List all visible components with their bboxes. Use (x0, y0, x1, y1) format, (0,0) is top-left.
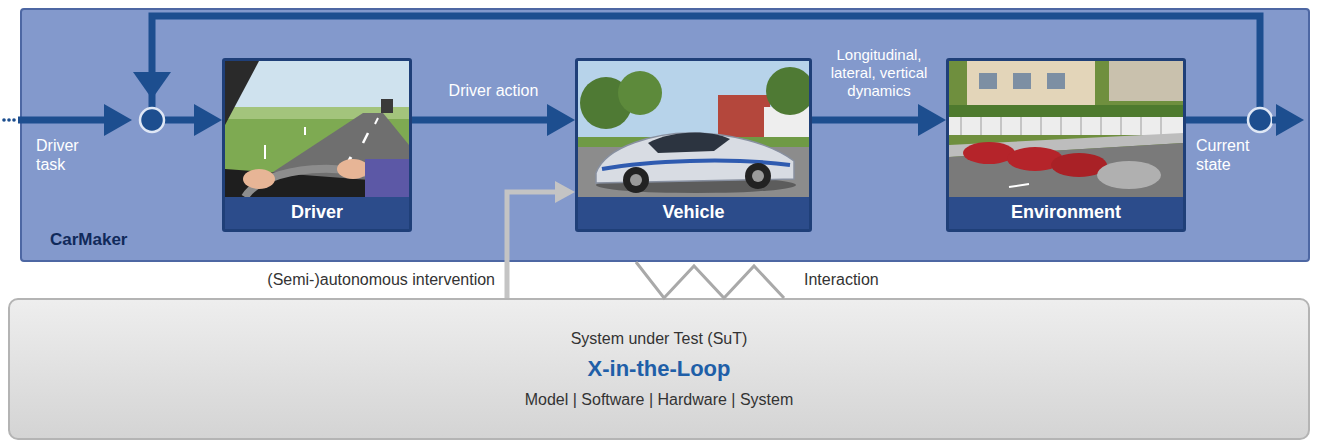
feedback-arrow-head (133, 72, 171, 99)
intervention-arrow (507, 192, 561, 298)
road-post (304, 127, 306, 135)
signal-label: Driver task (36, 136, 96, 174)
box-title: Environment (1011, 202, 1121, 224)
continuation-dot (7, 118, 11, 122)
lane-mark (375, 118, 378, 124)
interaction-zigzag (636, 262, 784, 298)
summing-junction (140, 108, 164, 132)
text-area: Vehicle (578, 197, 809, 229)
signal-label-area: Current state (1196, 136, 1260, 174)
panel-title: CarMaker (50, 230, 128, 250)
hand (337, 159, 369, 179)
text-area: CarMaker (50, 230, 128, 250)
text-area: Driver (225, 197, 409, 229)
edge-label: (Semi-)autonomous intervention (267, 270, 495, 289)
branch-point (1248, 108, 1272, 132)
tree (618, 71, 662, 115)
house (1109, 61, 1183, 101)
driver-illustration (225, 61, 409, 197)
continuation-dot (2, 118, 6, 122)
rim (752, 170, 764, 182)
fence (949, 117, 1183, 135)
tree (766, 67, 809, 115)
edge-label: Driver action (429, 81, 559, 100)
panel-title: X-in-the-Loop (588, 356, 731, 382)
truck (381, 99, 393, 113)
parked-car (963, 142, 1015, 164)
input-arrow (18, 117, 112, 124)
box-title: Vehicle (662, 202, 724, 224)
continuation-dot (12, 118, 16, 122)
carmaker-panel: CarMaker Driver Vehicle (20, 8, 1310, 262)
window (1047, 73, 1065, 89)
text-area: Environment (949, 197, 1183, 229)
edge-label: Longitudinal, lateral, vertical dynamics (816, 46, 942, 100)
sleeve (365, 159, 409, 197)
fence-posts (961, 117, 1161, 135)
panel-subtitle: System under Test (SuT) (571, 329, 748, 348)
text-area: System under Test (SuT) X-in-the-LoopMode… (10, 300, 1308, 438)
signal-arrow (812, 117, 926, 124)
house (967, 61, 1095, 109)
vehicle-box: Vehicle (575, 58, 812, 232)
signal-arrow (412, 117, 555, 124)
signal-label-area: Driver task (36, 136, 96, 174)
edge-label-area: Interaction (804, 270, 879, 289)
ground (949, 61, 1183, 197)
edge-label-area: Longitudinal, lateral, vertical dynamics (816, 46, 942, 100)
lane-mark (363, 133, 368, 143)
signal-label: Current state (1196, 136, 1260, 174)
driver-box: Driver (222, 58, 412, 232)
window (1013, 73, 1031, 89)
road (949, 143, 1183, 197)
parked-car (1097, 161, 1161, 189)
environment-box: Environment (946, 58, 1186, 232)
environment-illustration (949, 61, 1183, 197)
car-window (648, 133, 730, 153)
road-post (264, 145, 266, 159)
sut-panel: System under Test (SuT) X-in-the-LoopMode… (8, 298, 1310, 440)
box-title: Driver (291, 202, 343, 224)
rim (630, 174, 642, 186)
lane-mark (1009, 184, 1029, 187)
wheel (623, 167, 649, 193)
hand (243, 169, 275, 189)
hedge (949, 105, 1183, 119)
edge-label-area: (Semi-)autonomous intervention (267, 270, 495, 289)
edge-label-area: Driver action (429, 81, 559, 100)
edge-label: Interaction (804, 270, 879, 289)
wheel (745, 163, 771, 189)
panel-subtitle: Model | Software | Hardware | System (525, 390, 794, 409)
signal-arrow (152, 16, 1260, 120)
output-arrow (1272, 117, 1284, 124)
window (979, 73, 997, 89)
vehicle-illustration (578, 61, 809, 197)
a-pillar (225, 61, 259, 125)
